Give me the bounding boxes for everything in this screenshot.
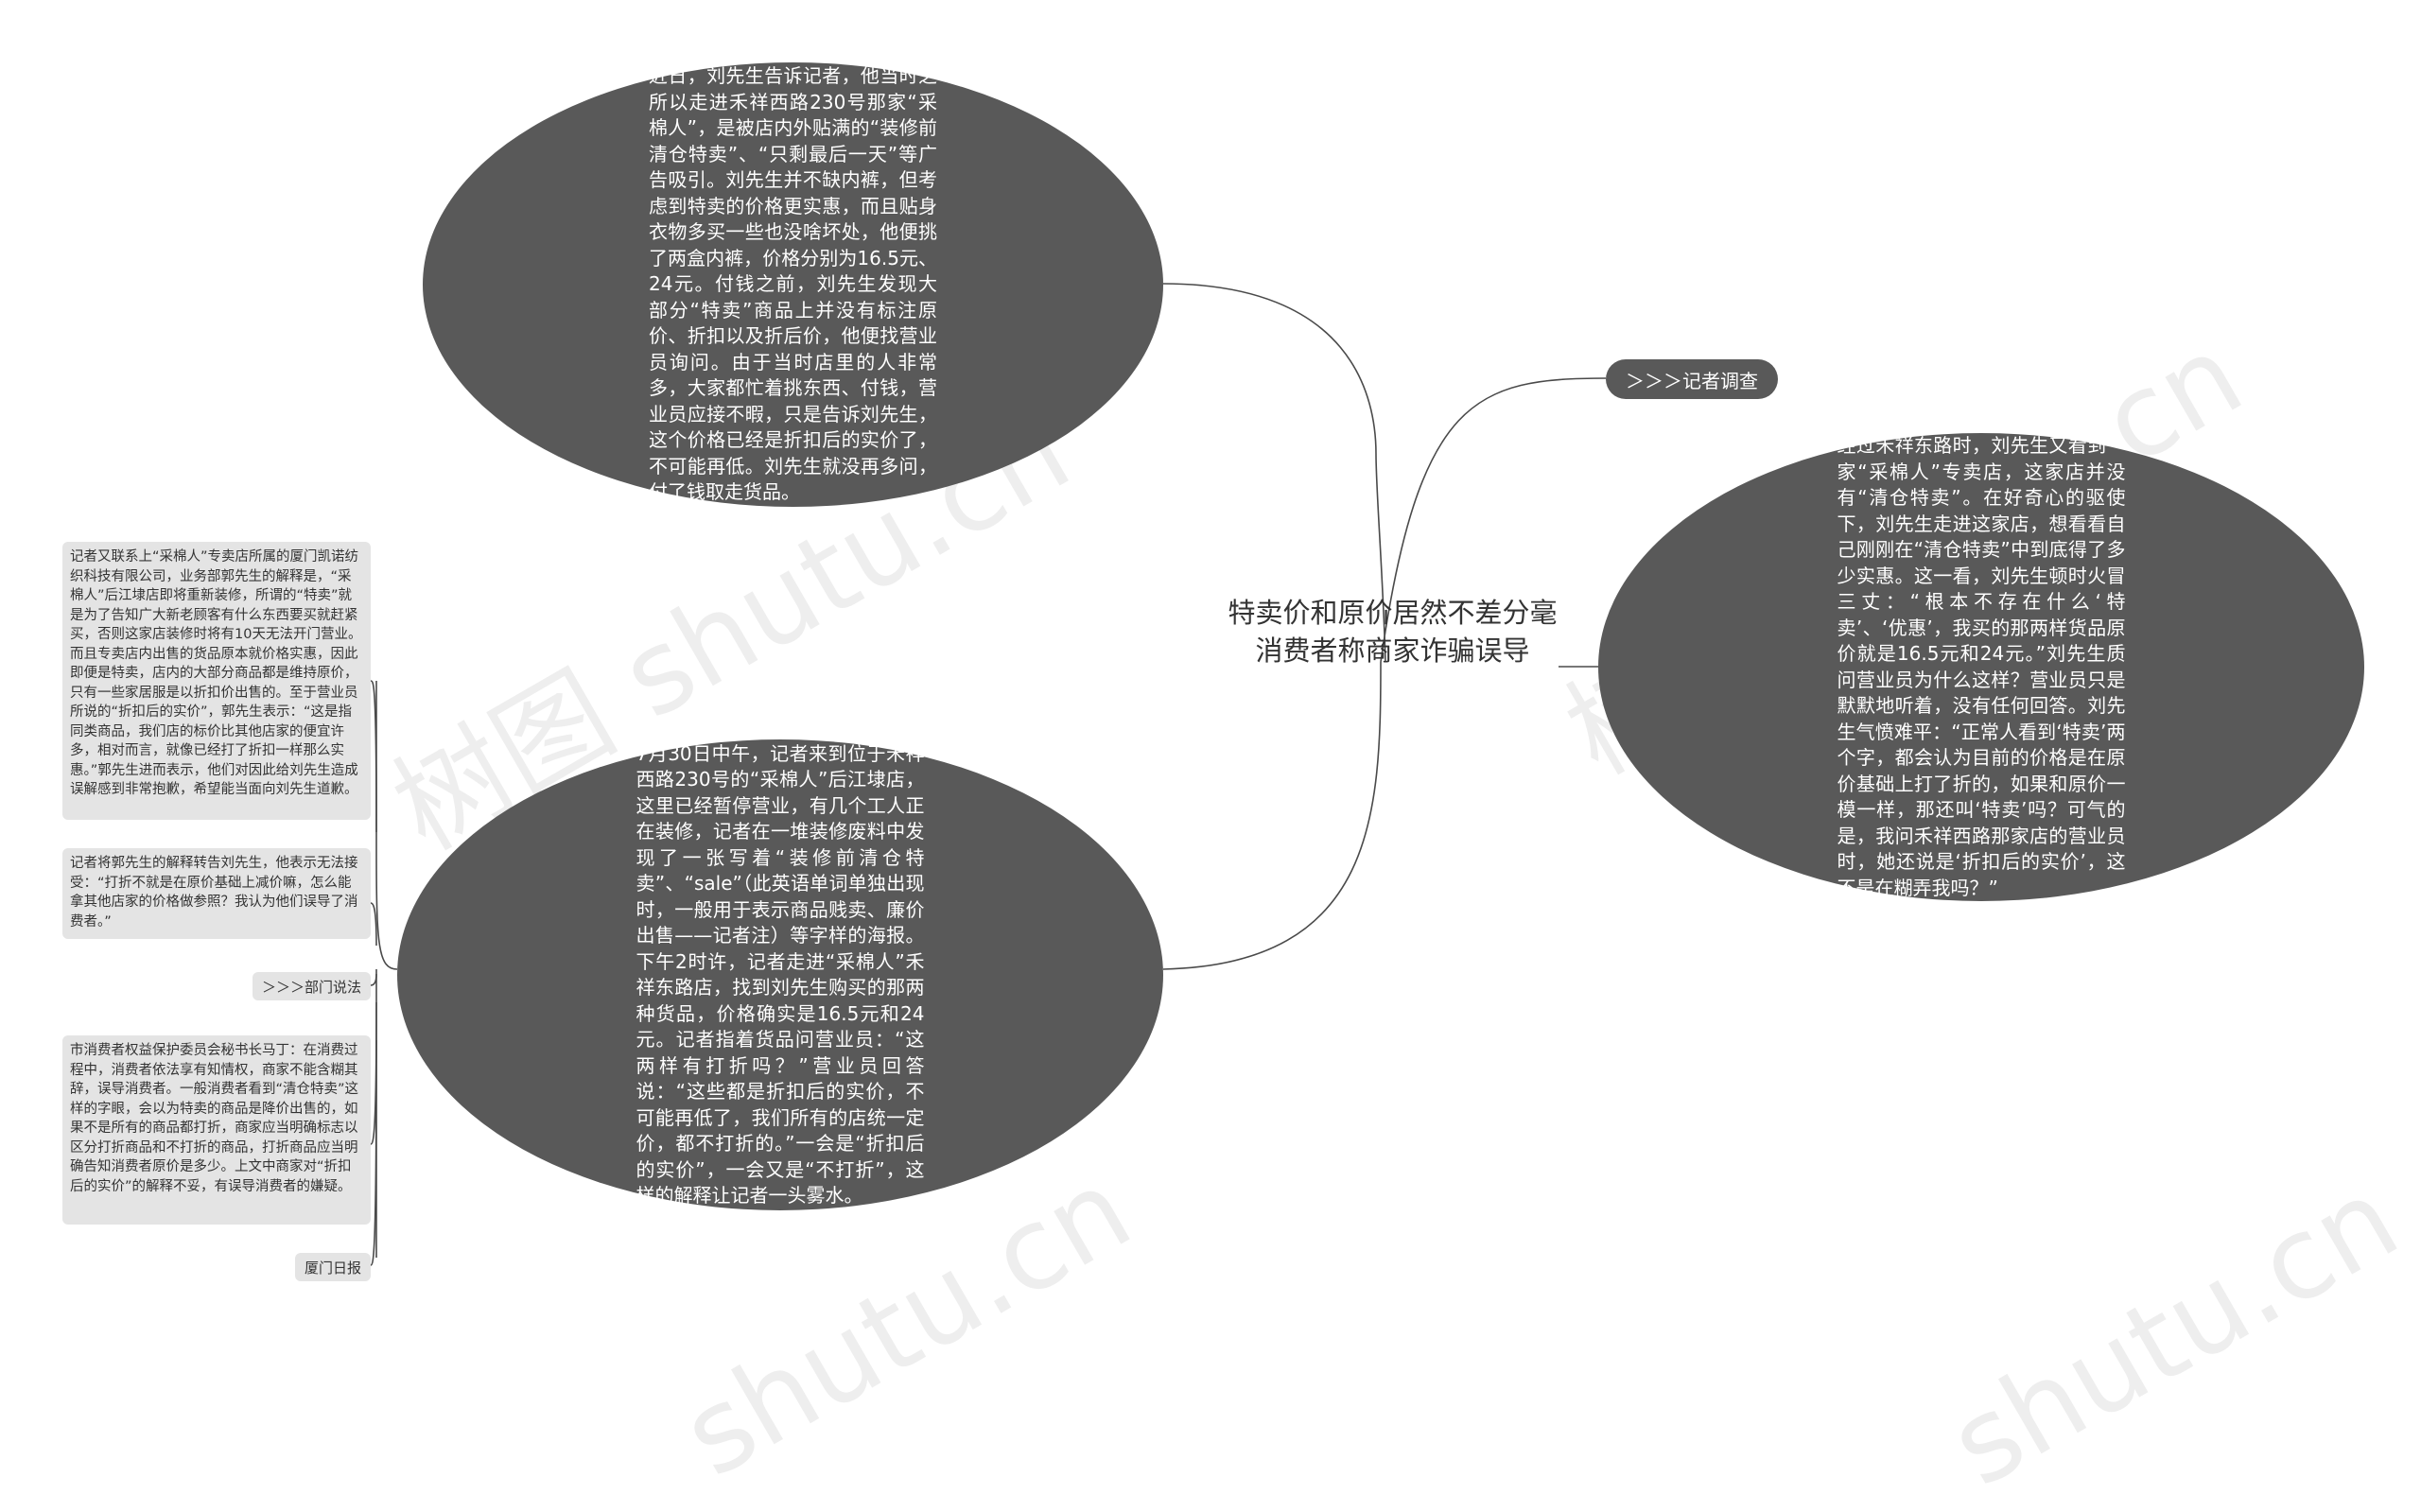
connector-right bbox=[1380, 377, 1607, 663]
topic-node-right[interactable]: 经过禾祥东路时，刘先生又看到一家“采棉人”专卖店，这家店并没有“清仓特卖”。在好… bbox=[1598, 433, 2364, 901]
topic-node-text: 近日，刘先生告诉记者，他当时之所以走进禾祥西路230号那家“采棉人”，是被店内外… bbox=[649, 64, 937, 504]
connector-trunk bbox=[1162, 283, 1386, 970]
central-topic[interactable]: 特卖价和原价居然不差分毫 消费者称商家诈骗误导 bbox=[1228, 597, 1558, 667]
label-node-investigation[interactable]: ＞＞＞记者调查 bbox=[1606, 359, 1778, 399]
connector-leaves-trunk bbox=[375, 681, 398, 1258]
leaf-node-company-reply[interactable]: 记者又联系上“采棉人”专卖店所属的厦门凯诺纺织科技有限公司，业务部郭先生的解释是… bbox=[62, 542, 371, 820]
connector-leaf1 bbox=[370, 680, 377, 833]
connector-leaf2 bbox=[370, 902, 377, 947]
topic-node-top-left[interactable]: 近日，刘先生告诉记者，他当时之所以走进禾祥西路230号那家“采棉人”，是被店内外… bbox=[423, 62, 1163, 507]
leaf-node-source[interactable]: 厦门日报 bbox=[295, 1253, 371, 1281]
leaf-node-department[interactable]: ＞＞＞部门说法 bbox=[253, 972, 371, 1000]
connector-leaf5 bbox=[370, 1039, 377, 1266]
connector-lines bbox=[370, 283, 1607, 1266]
leaf-node-official[interactable]: 市消费者权益保护委员会秘书长马丁：在消费过程中，消费者依法享有知情权，商家不能含… bbox=[62, 1035, 371, 1225]
topic-node-text: 7月30日中午，记者来到位于禾祥西路230号的“采棉人”后江埭店，这里已经暂停营… bbox=[636, 741, 925, 1208]
topic-node-bottom-left[interactable]: 7月30日中午，记者来到位于禾祥西路230号的“采棉人”后江埭店，这里已经暂停营… bbox=[397, 739, 1163, 1210]
connector-leaf3 bbox=[370, 973, 377, 986]
leaf-node-liu-response[interactable]: 记者将郭先生的解释转告刘先生，他表示无法接受：“打折不就是在原价基础上减价嘛，怎… bbox=[62, 848, 371, 939]
topic-node-text: 经过禾祥东路时，刘先生又看到一家“采棉人”专卖店，这家店并没有“清仓特卖”。在好… bbox=[1837, 434, 2126, 899]
